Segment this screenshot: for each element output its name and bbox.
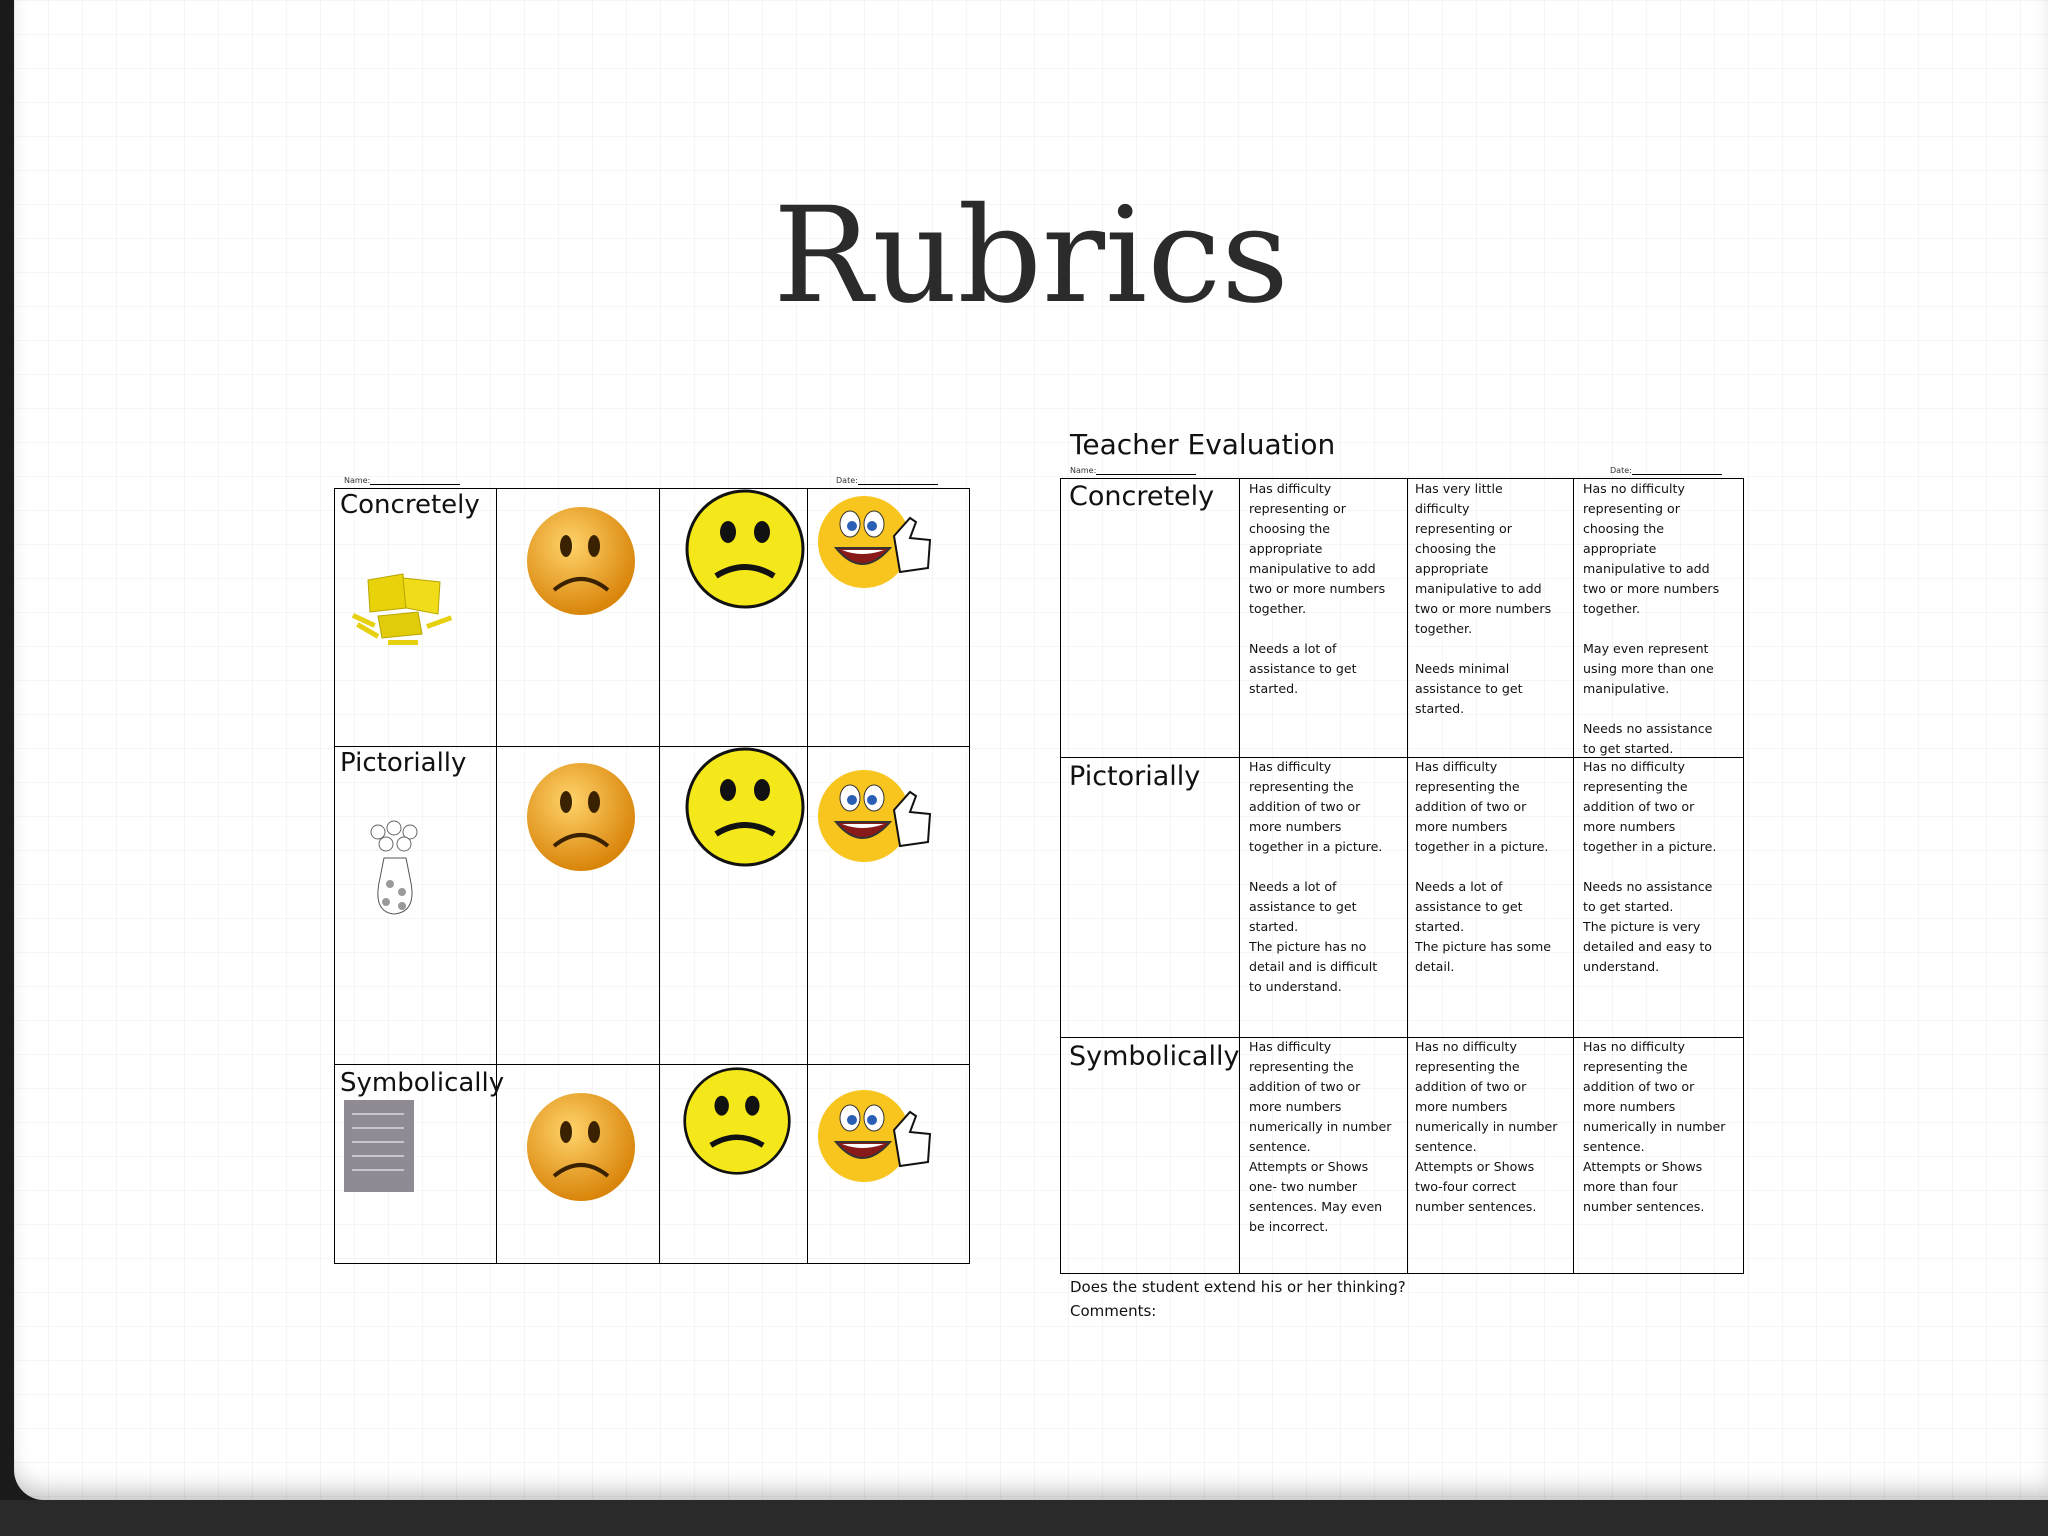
- table-cell: Has no difficulty representing or choosi…: [1583, 481, 1720, 756]
- teacher-evaluation-title: Teacher Evaluation: [1070, 428, 1336, 461]
- neutral-face-icon: [683, 1067, 791, 1175]
- grid-divider: [659, 488, 660, 1264]
- table-cell: Has difficulty representing the addition…: [1415, 759, 1551, 974]
- grid-divider: [334, 746, 970, 747]
- table-row-label-pictorially: Pictorially: [1069, 761, 1201, 792]
- grid-divider: [334, 1064, 970, 1065]
- sad-face-icon: [527, 763, 635, 871]
- table-cell: Has no difficulty representing the addit…: [1583, 759, 1717, 974]
- table-divider: [1061, 1037, 1743, 1038]
- slide-bottom-bar: [0, 1500, 2048, 1536]
- row-label-symbolically: Symbolically: [340, 1068, 505, 1098]
- footer-comments-label: Comments:: [1070, 1302, 1157, 1320]
- table-divider: [1239, 479, 1240, 1273]
- row-label-pictorially: Pictorially: [340, 748, 467, 778]
- happy-thumbs-up-face-icon: [818, 496, 932, 588]
- table-row-label-concretely: Concretely: [1069, 481, 1215, 512]
- table-cell: Has no difficulty representing the addit…: [1583, 1039, 1726, 1214]
- table-row-label-symbolically: Symbolically: [1069, 1041, 1240, 1072]
- table-cell: Has difficulty representing the addition…: [1249, 1039, 1392, 1234]
- footer-question: Does the student extend his or her think…: [1070, 1278, 1406, 1296]
- table-divider: [1061, 757, 1743, 758]
- left-name-field: Name:: [344, 476, 461, 485]
- slide: Rubrics Name: Date: Concretely: [14, 0, 2048, 1500]
- table-cell: Has difficulty representing the addition…: [1249, 759, 1383, 994]
- left-date-field: Date:: [836, 476, 938, 485]
- grid-border: [334, 488, 970, 1264]
- table-cell: Has very little difficulty representing …: [1415, 481, 1552, 716]
- teacher-evaluation-table: Concretely Has difficulty representing o…: [1060, 478, 1744, 1274]
- teacher-date-field: Date:: [1610, 466, 1722, 475]
- number-sentence-card: [344, 1100, 414, 1192]
- student-rubric-grid: Concretely: [334, 488, 970, 1264]
- teacher-name-field: Name:: [1070, 466, 1197, 475]
- slide-title: Rubrics: [773, 179, 1289, 333]
- row-label-concretely: Concretely: [340, 490, 480, 520]
- table-cell: Has no difficulty representing the addit…: [1415, 1039, 1558, 1214]
- flower-vase-drawing: [370, 820, 418, 915]
- table-divider: [1407, 479, 1408, 1273]
- table-cell: Has difficulty representing or choosing …: [1249, 481, 1386, 696]
- table-divider: [1573, 479, 1574, 1273]
- happy-thumbs-up-face-icon: [818, 1090, 932, 1182]
- grid-divider: [807, 488, 808, 1264]
- happy-thumbs-up-face-icon: [818, 770, 932, 862]
- yellow-manipulative-blocks: [351, 573, 453, 645]
- sad-face-icon: [527, 507, 635, 615]
- neutral-face-icon: [685, 747, 805, 867]
- sad-face-icon: [527, 1093, 635, 1201]
- grid-divider: [496, 488, 497, 1264]
- neutral-face-icon: [685, 489, 805, 609]
